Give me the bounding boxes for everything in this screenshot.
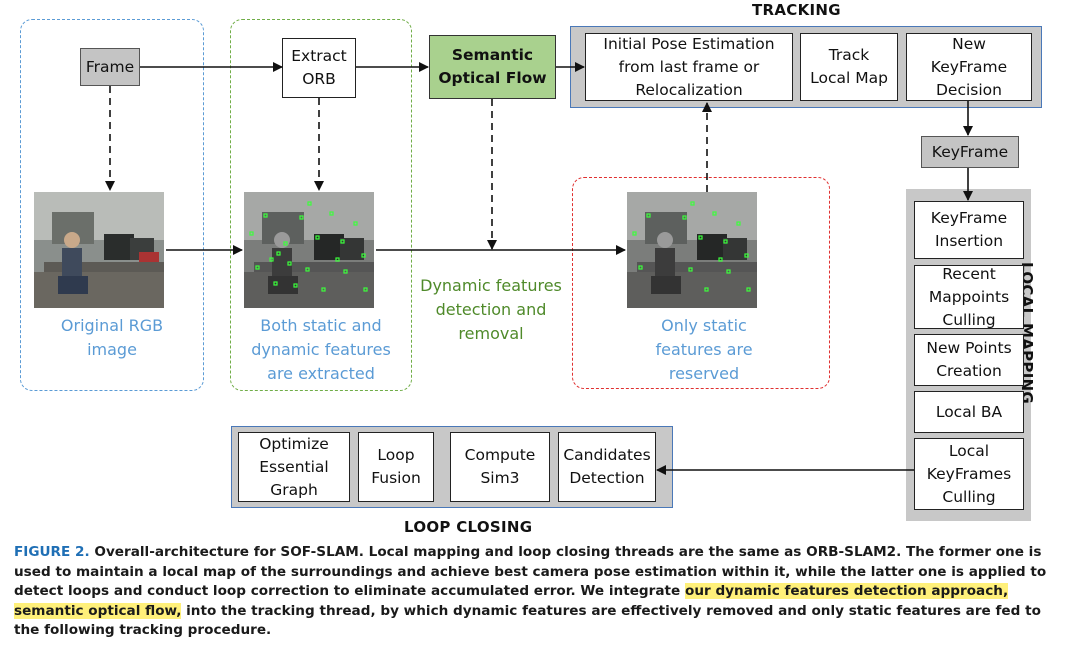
figure-label: FIGURE 2. [14, 544, 90, 560]
initial-pose-estimation-box: Initial Pose Estimation from last frame … [585, 33, 793, 101]
figure-caption: FIGURE 2. Overall-architecture for SOF-S… [14, 543, 1064, 641]
local-keyframes-culling-box: Local KeyFrames Culling [914, 438, 1024, 510]
loop-closing-title: LOOP CLOSING [404, 518, 533, 536]
keyframe-insertion-box: KeyFrame Insertion [914, 201, 1024, 259]
loop-fusion-box: Loop Fusion [358, 432, 434, 502]
track-local-map-box: Track Local Map [800, 33, 898, 101]
dynamic-removal-caption: Dynamic features detection and removal [420, 276, 562, 343]
static-features-group-frame [572, 177, 830, 389]
extract-orb-box: Extract ORB [282, 38, 356, 98]
new-keyframe-decision-box: New KeyFrame Decision [906, 33, 1032, 101]
optimize-essential-graph-box: Optimize Essential Graph [238, 432, 350, 502]
candidates-detection-box: Candidates Detection [558, 432, 656, 502]
static-features-caption: Only static features are reserved [655, 316, 753, 383]
frame-box: Frame [80, 48, 140, 86]
original-image-group-frame [20, 19, 204, 391]
keyframe-box: KeyFrame [921, 136, 1019, 168]
caption-text-1: Overall-architecture for SOF-SLAM. Local… [14, 544, 1047, 599]
recent-mappoints-culling-box: Recent Mappoints Culling [914, 265, 1024, 329]
caption-text-2: into the tracking thread, by which dynam… [14, 602, 1041, 639]
semantic-optical-flow-box: Semantic Optical Flow [429, 35, 556, 99]
orb-features-photo [244, 192, 374, 308]
original-rgb-photo [34, 192, 164, 308]
new-points-creation-box: New Points Creation [914, 334, 1024, 386]
compute-sim3-box: Compute Sim3 [450, 432, 550, 502]
original-image-caption: Original RGB image [60, 316, 164, 359]
extracted-features-caption: Both static and dynamic features are ext… [251, 316, 391, 383]
extraction-group-frame [230, 19, 412, 391]
static-features-photo [627, 192, 757, 308]
local-ba-box: Local BA [914, 391, 1024, 433]
tracking-title: TRACKING [752, 1, 841, 19]
